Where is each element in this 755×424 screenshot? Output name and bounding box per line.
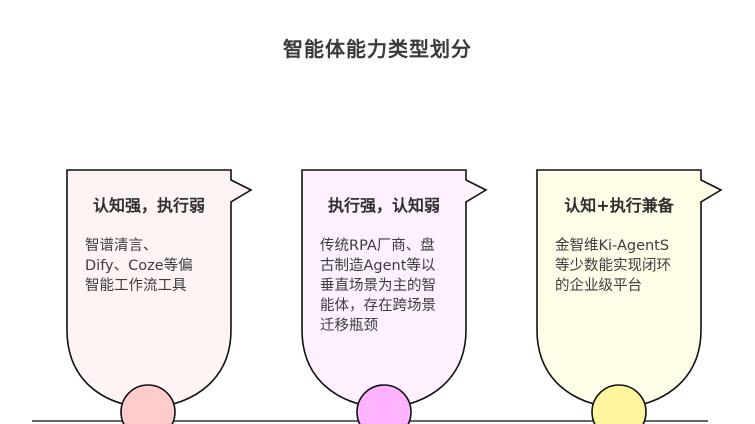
card-2-line: 能体，存在跨场景 bbox=[320, 298, 436, 314]
card-2-body: 传统RPA厂商、盘 古制造Agent等以 垂直场景为主的智 能体，存在跨场景 迁… bbox=[304, 236, 464, 336]
card-1-heading: 认知强，执行弱 bbox=[92, 196, 205, 215]
card-1: 认知强，执行弱 智谱清言、 Dify、Coze等偏 智能工作流工具 bbox=[69, 196, 229, 296]
card-2-line: 垂直场景为主的智 bbox=[320, 278, 436, 294]
card-1-body: 智谱清言、 Dify、Coze等偏 智能工作流工具 bbox=[69, 236, 229, 296]
card-3: 认知+执行兼备 金智维Ki-AgentS 等少数能实现闭环 的企业级平台 bbox=[539, 196, 699, 296]
card-1-dot bbox=[120, 384, 176, 424]
card-3-dot bbox=[591, 384, 647, 424]
card-2: 执行强，认知弱 传统RPA厂商、盘 古制造Agent等以 垂直场景为主的智 能体… bbox=[304, 196, 464, 336]
card-2-line: 迁移瓶颈 bbox=[320, 318, 378, 334]
card-3-line: 的企业级平台 bbox=[555, 278, 642, 294]
card-2-line: 传统RPA厂商、盘 bbox=[320, 238, 435, 254]
card-3-shape bbox=[536, 169, 723, 424]
card-3-body: 金智维Ki-AgentS 等少数能实现闭环 的企业级平台 bbox=[539, 236, 699, 296]
card-1-line: 智能工作流工具 bbox=[85, 278, 187, 294]
card-3-line: 金智维Ki-AgentS bbox=[555, 238, 670, 254]
card-2-dot bbox=[356, 384, 412, 424]
card-2-shape bbox=[301, 169, 488, 424]
diagram-title: 智能体能力类型划分 bbox=[283, 37, 472, 61]
card-1-line: Dify、Coze等偏 bbox=[85, 258, 193, 274]
card-1-line: 智谱清言、 bbox=[85, 238, 158, 254]
card-2-line: 古制造Agent等以 bbox=[320, 258, 436, 274]
card-1-shape bbox=[66, 169, 253, 424]
card-3-heading: 认知+执行兼备 bbox=[564, 196, 674, 215]
card-2-heading: 执行强，认知弱 bbox=[327, 196, 440, 215]
card-3-line: 等少数能实现闭环 bbox=[555, 258, 671, 274]
